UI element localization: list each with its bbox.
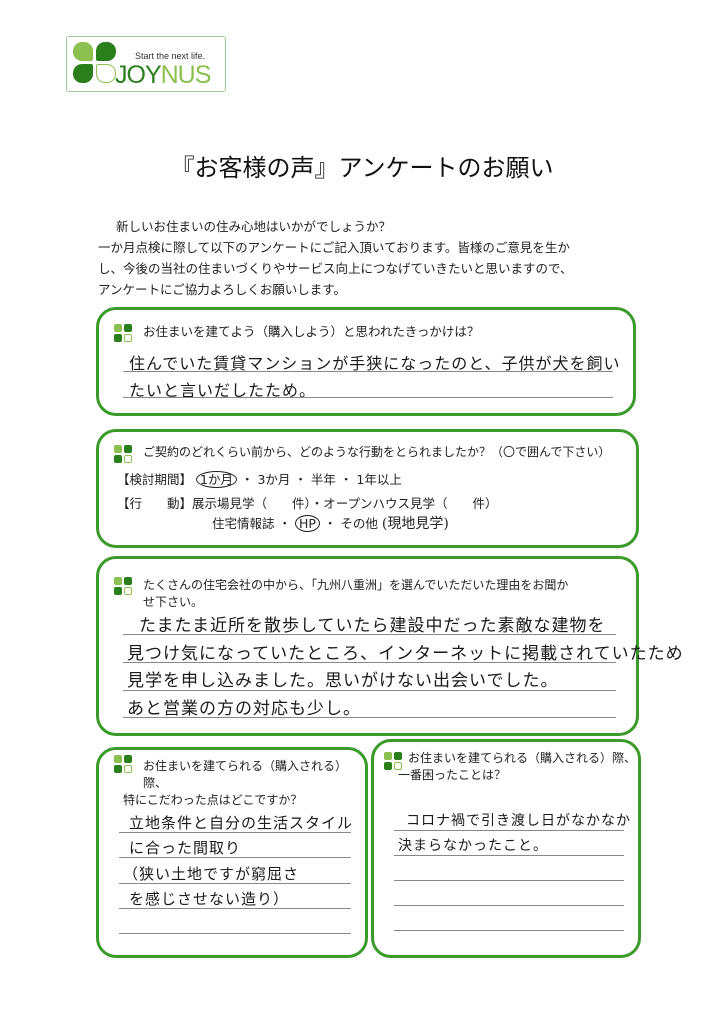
answer-line [394, 905, 624, 906]
handwritten-answer: 決まらなかったこと。 [398, 838, 548, 854]
period-row: 【検討期間】 1か月 ・ 3か月 ・ 半年 ・ 1年以上 [117, 469, 402, 488]
action-option[interactable]: その他 [340, 516, 378, 531]
clover-bullet-icon [114, 577, 132, 595]
question-line: お住まいを建てられる（購入される）際、 [408, 751, 637, 765]
separator: ・ [294, 472, 307, 487]
question-box-2: ご契約のどれくらい前から、どのような行動をとられましたか？（〇で囲んで下さい） … [96, 429, 639, 548]
clover-bullet-icon [384, 752, 402, 770]
answer-line [119, 857, 351, 858]
intro-line: 一か月点検に際して以下のアンケートにご記入頂いております。皆様のご意見を生か [98, 240, 570, 255]
answer-line [394, 880, 624, 881]
question-line: 特にこだわった点はどこですか？ [123, 793, 303, 807]
intro-line: し、今後の当社の住まいづくりやサービス向上につなげていきたいと思いますので、 [98, 261, 573, 276]
handwritten-answer: 見学を申し込みました。思いがけない出会いでした。 [127, 671, 559, 691]
action-label: 【行 動】 [117, 496, 193, 511]
intro-line: アンケートにご協力よろしくお願いします。 [98, 282, 347, 297]
answer-line [394, 830, 624, 831]
action-option[interactable]: 住宅情報誌 [212, 516, 275, 531]
answer-line [119, 933, 351, 934]
separator: ・ [278, 516, 292, 531]
question-text: ご契約のどれくらい前から、どのような行動をとられましたか？（〇で囲んで下さい） [143, 445, 611, 459]
question-text: お住まいを建てよう（購入しよう）と思われたきっかけは？ [143, 324, 480, 339]
handwritten-answer: （狭い土地ですが窮屈さ [123, 865, 300, 883]
action-row: 【行 動】展示場見学（ 件）・オープンハウス見学（ 件） [117, 493, 498, 512]
question-line: お住まいを建てられる（購入される）際、 [143, 759, 348, 790]
handwritten-answer: たまたま近所を散歩していたら建設中だった素敵な建物を [139, 616, 606, 636]
question-text: お住まいを建てられる（購入される）際、特にこだわった点はどこですか？ [123, 759, 365, 809]
action-row-2: 住宅情報誌 ・ HP ・ その他 (現地見学) [212, 513, 449, 533]
separator: ・ [339, 472, 353, 487]
separator: ・ [323, 516, 337, 531]
clover-icon [73, 42, 119, 86]
answer-line [119, 883, 351, 884]
action-options: 展示場見学（ 件）・オープンハウス見学（ 件） [192, 496, 498, 511]
question-box-5: お住まいを建てられる（購入される）際、一番困ったことは？ コロナ禍で引き渡し日が… [371, 739, 641, 958]
separator: ・ [240, 472, 254, 487]
handwritten-answer: コロナ禍で引き渡し日がなかなか [406, 813, 631, 829]
action-option-selected[interactable]: HP [295, 515, 320, 532]
question-box-1: お住まいを建てよう（購入しよう）と思われたきっかけは？ 住んでいた賃貸マンション… [96, 307, 636, 416]
answer-line [123, 690, 616, 691]
answer-line [123, 662, 616, 663]
period-option[interactable]: 1年以上 [356, 472, 402, 487]
answer-line [123, 397, 613, 398]
handwritten-other: (現地見学) [381, 516, 449, 532]
handwritten-answer: を感じさせない造り） [129, 890, 290, 908]
joynus-logo: Start the next life. JOYNUS [66, 36, 226, 92]
brand-nus: NUS [160, 61, 212, 89]
question-box-4: お住まいを建てられる（購入される）際、特にこだわった点はどこですか？ 立地条件と… [96, 747, 368, 958]
handwritten-answer: 住んでいた賃貸マンションが手狭になったのと、子供が犬を飼い [129, 354, 621, 373]
handwritten-answer: 見つけ気になっていたところ、インターネットに掲載されていたため [127, 644, 684, 664]
handwritten-answer: 立地条件と自分の生活スタイル [129, 814, 354, 832]
handwritten-answer: たいと言いだしたため。 [129, 381, 317, 400]
brand-joy: JOY [115, 61, 162, 89]
question-line: たくさんの住宅会社の中から、「九州八重洲」を選んでいただいた理由をお聞か [143, 578, 569, 592]
handwritten-answer: に合った間取り [129, 839, 242, 857]
page-title: 『お客様の声』アンケートのお願い [170, 154, 554, 182]
answer-line [123, 717, 616, 718]
question-line: せ下さい。 [143, 595, 204, 609]
question-text: お住まいを建てられる（購入される）際、一番困ったことは？ [398, 750, 637, 784]
logo-brand: JOYNUS [115, 61, 212, 90]
period-option-selected[interactable]: 1か月 [196, 471, 237, 488]
intro-text: 新しいお住まいの住み心地はいかがでしょうか？ 一か月点検に際して以下のアンケート… [98, 216, 638, 300]
question-text: たくさんの住宅会社の中から、「九州八重洲」を選んでいただいた理由をお聞かせ下さい… [143, 577, 568, 611]
answer-line [394, 930, 624, 931]
answer-line [394, 855, 624, 856]
handwritten-answer: あと営業の方の対応も少し。 [127, 699, 361, 719]
question-line: 一番困ったことは？ [398, 768, 507, 782]
answer-line [119, 832, 351, 833]
period-label: 【検討期間】 [117, 472, 193, 487]
answer-line [123, 371, 613, 372]
intro-line: 新しいお住まいの住み心地はいかがでしょうか？ [116, 219, 392, 234]
period-option[interactable]: 半年 [310, 472, 336, 487]
clover-bullet-icon [114, 755, 132, 773]
answer-line [119, 908, 351, 909]
question-box-3: たくさんの住宅会社の中から、「九州八重洲」を選んでいただいた理由をお聞かせ下さい… [96, 556, 683, 736]
logo-tagline: Start the next life. [135, 51, 206, 61]
answer-line [123, 634, 616, 635]
period-option[interactable]: 3か月 [257, 472, 291, 487]
clover-bullet-icon [114, 324, 132, 342]
clover-bullet-icon [114, 445, 132, 463]
